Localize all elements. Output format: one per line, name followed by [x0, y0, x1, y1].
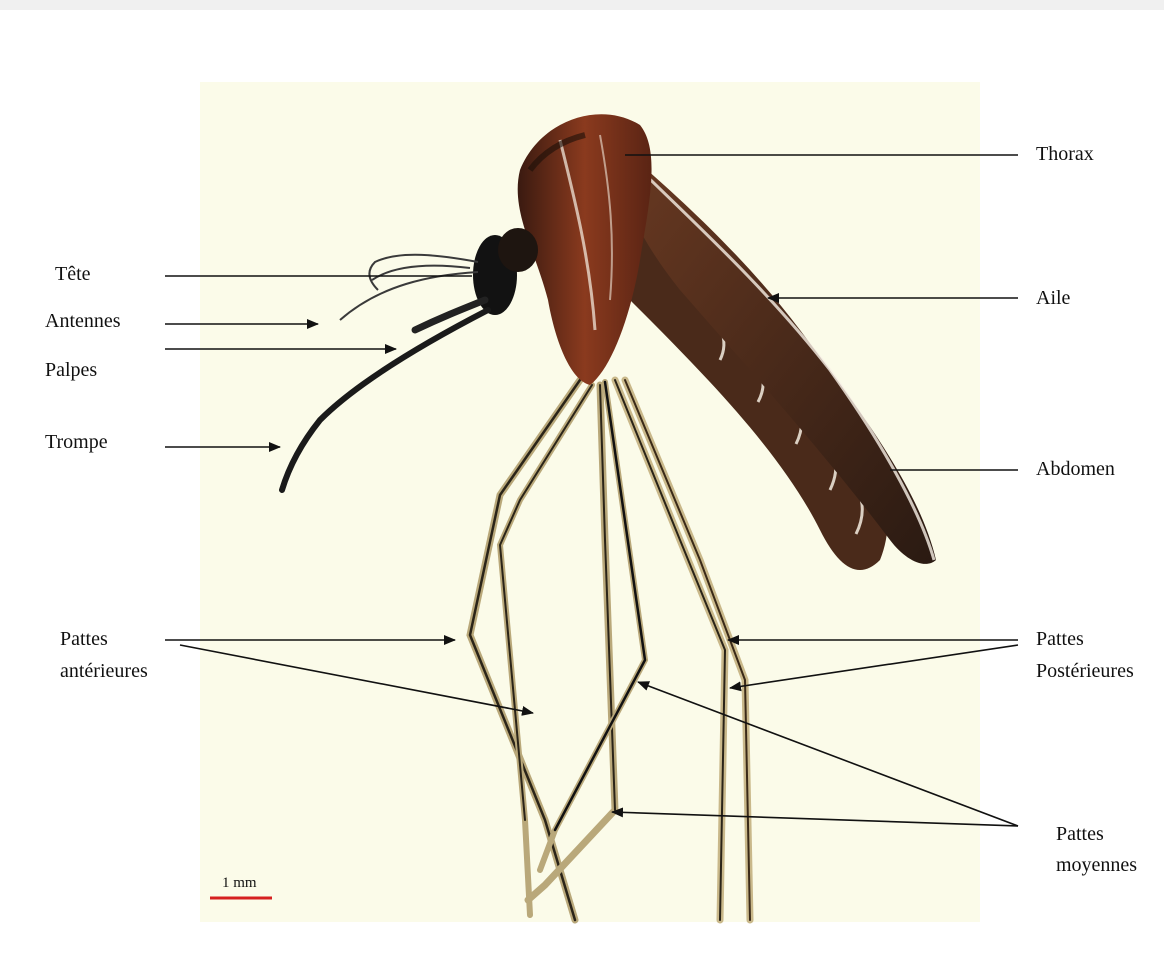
label-antennes: Antennes — [45, 307, 121, 335]
proboscis — [282, 310, 488, 490]
legs — [470, 380, 750, 920]
label-aile: Aile — [1036, 284, 1070, 312]
label-pattes-anterieures-line2: antérieures — [60, 657, 148, 685]
pointer-posterieures-2 — [730, 645, 1018, 688]
label-palpes: Palpes — [45, 356, 97, 384]
label-trompe: Trompe — [45, 428, 108, 456]
pointer-moyennes-1 — [638, 682, 1018, 826]
label-abdomen: Abdomen — [1036, 455, 1115, 483]
middle-leg-right — [540, 382, 645, 870]
label-thorax: Thorax — [1036, 140, 1094, 168]
label-pattes-posterieures-line2: Postérieures — [1036, 657, 1134, 685]
label-pattes-posterieures-line1: Pattes — [1036, 625, 1084, 653]
hind-leg-left — [615, 380, 725, 920]
label-pattes-moyennes-line2: moyennes — [1056, 851, 1137, 879]
label-pattes-moyennes-line1: Pattes — [1056, 820, 1104, 848]
pointer-moyennes-2 — [612, 812, 1018, 826]
scale-bar-label: 1 mm — [222, 875, 257, 892]
label-tete: Tête — [55, 260, 91, 288]
label-pattes-anterieures-line1: Pattes — [60, 625, 108, 653]
